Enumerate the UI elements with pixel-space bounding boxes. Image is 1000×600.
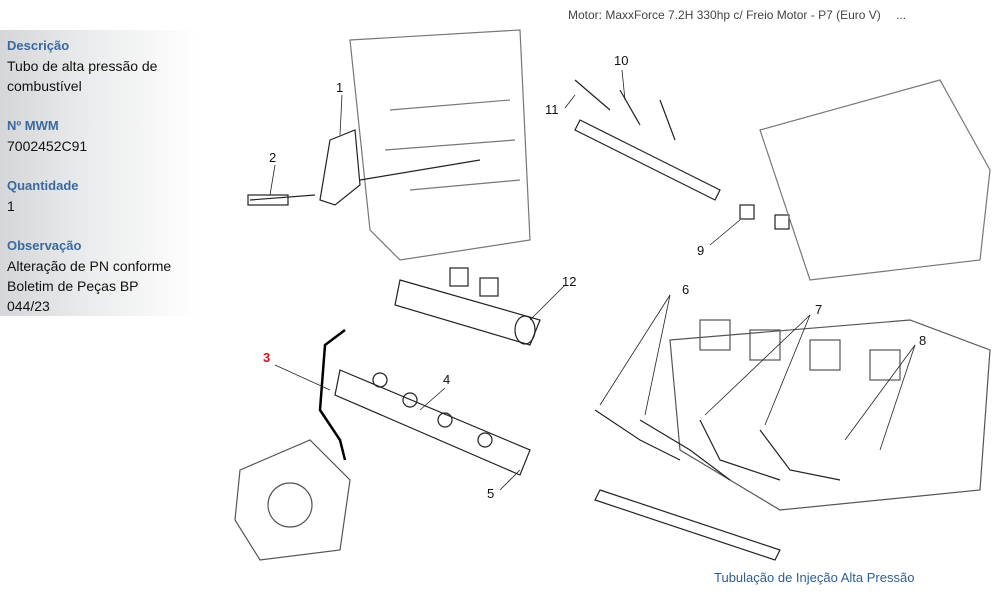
description-block: Descrição Tubo de alta pressão de combus… — [7, 36, 192, 96]
observation-value: Alteração de PN conforme Boletim de Peça… — [7, 258, 172, 314]
callout-leaders — [269, 69, 916, 491]
callout-6[interactable]: 6 — [682, 282, 690, 297]
callout-8[interactable]: 8 — [919, 333, 927, 348]
mwm-number-block: Nº MWM 7002452C91 — [7, 116, 87, 156]
callout-1[interactable]: 1 — [336, 80, 344, 95]
callout-9[interactable]: 9 — [697, 243, 705, 258]
cylinder-head-bottom-right — [669, 319, 991, 511]
callout-10[interactable]: 10 — [614, 53, 629, 68]
more-link[interactable]: ... — [896, 8, 907, 22]
description-label: Descrição — [7, 38, 70, 53]
rail-part-12 — [394, 267, 541, 346]
exploded-parts-diagram — [234, 29, 991, 561]
callout-4[interactable]: 4 — [443, 372, 451, 387]
fuel-rail-part-4 — [334, 369, 531, 476]
high-pressure-tube-part-3 — [318, 329, 347, 461]
engine-head-top-right — [759, 79, 991, 281]
quantity-value: 1 — [7, 198, 15, 214]
engine-model-header: Motor: MaxxForce 7.2H 330hp c/ Freio Mot… — [568, 8, 906, 22]
injection-lines-6-7-8 — [594, 409, 841, 561]
engine-block-top-left — [349, 29, 531, 261]
observation-label: Observação — [7, 238, 82, 253]
description-value: Tubo de alta pressão de combustível — [7, 58, 158, 94]
callout-5[interactable]: 5 — [487, 486, 495, 501]
mwm-number-label: Nº MWM — [7, 118, 59, 133]
bolt-part-2 — [247, 194, 289, 206]
callout-2[interactable]: 2 — [269, 150, 277, 165]
bracket-part-1 — [249, 129, 481, 206]
callout-3-highlighted[interactable]: 3 — [263, 350, 271, 365]
injector-rail-top-right — [574, 79, 790, 230]
callout-7[interactable]: 7 — [815, 302, 823, 317]
diagram-caption: Tubulação de Injeção Alta Pressão — [714, 570, 915, 585]
callout-11[interactable]: 11 — [545, 102, 559, 117]
quantity-block: Quantidade 1 — [7, 176, 79, 216]
fuel-pump — [234, 439, 351, 561]
quantity-label: Quantidade — [7, 178, 79, 193]
mwm-number-value: 7002452C91 — [7, 138, 88, 154]
engine-model-text: Motor: MaxxForce 7.2H 330hp c/ Freio Mot… — [568, 8, 881, 22]
observation-block: Observação Alteração de PN conforme Bole… — [7, 236, 177, 316]
part-details-panel: Descrição Tubo de alta pressão de combus… — [0, 30, 200, 316]
callout-12[interactable]: 12 — [562, 274, 577, 289]
